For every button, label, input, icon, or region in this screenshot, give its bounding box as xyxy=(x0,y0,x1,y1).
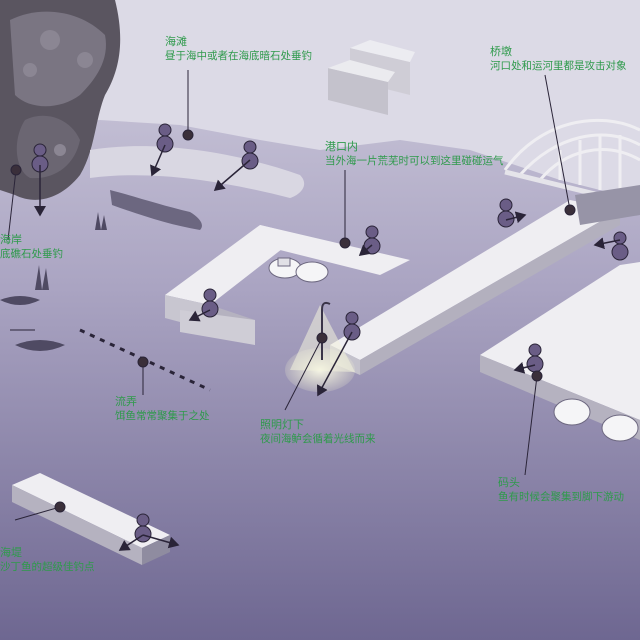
label-current-desc: 饵鱼常常聚集于之处 xyxy=(115,410,210,422)
leader-lines xyxy=(7,70,576,521)
label-jetty-head-desc: 鱼有时候会聚集到脚下游动 xyxy=(498,491,624,503)
label-current-title: 流弄 xyxy=(115,395,137,408)
label-breakwater: 海堤 沙丁鱼的超级佳钓点 xyxy=(0,546,95,574)
label-shore-desc: 底礁石处垂钓 xyxy=(0,248,63,260)
seaweed xyxy=(0,212,107,351)
label-shore-title: 海岸 xyxy=(0,233,22,246)
rocky-cliff xyxy=(0,0,121,200)
label-bridge-pier: 桥墩 河口处和运河里都是攻击对象 xyxy=(490,45,627,73)
label-current: 流弄 饵鱼常常聚集于之处 xyxy=(115,395,210,423)
label-breakwater-title: 海堤 xyxy=(0,546,22,559)
label-tidal-flat: 海滩 昼于海中或者在海底暗石处垂钓 xyxy=(165,35,312,63)
label-shore: 海岸 底礁石处垂钓 xyxy=(0,233,63,261)
label-under-light: 照明灯下 夜间海鲈会循着光线而来 xyxy=(260,418,376,446)
label-inner-harbor-title: 港口内 xyxy=(325,140,358,153)
label-under-light-desc: 夜间海鲈会循着光线而来 xyxy=(260,433,376,445)
current-line xyxy=(79,328,211,392)
label-jetty-head: 码头 鱼有时候会聚集到脚下游动 xyxy=(498,476,624,504)
jetty xyxy=(480,262,640,440)
label-bridge-pier-desc: 河口处和运河里都是攻击对象 xyxy=(490,60,627,72)
label-under-light-title: 照明灯下 xyxy=(260,418,304,431)
label-inner-harbor: 港口内 当外海一片荒芜时可以到这里碰碰运气 xyxy=(325,140,504,168)
harbor-quay xyxy=(165,200,620,375)
anglers xyxy=(31,123,629,543)
label-tidal-flat-title: 海滩 xyxy=(165,35,187,48)
label-jetty-head-title: 码头 xyxy=(498,476,520,489)
upper-land xyxy=(0,0,640,200)
label-bridge-pier-title: 桥墩 xyxy=(490,45,512,58)
label-breakwater-desc: 沙丁鱼的超级佳钓点 xyxy=(0,561,95,573)
casting-lines xyxy=(34,144,621,551)
shore-rocks xyxy=(110,190,202,230)
label-tidal-flat-desc: 昼于海中或者在海底暗石处垂钓 xyxy=(165,50,312,62)
bridge-pier xyxy=(575,185,640,225)
beach xyxy=(90,146,305,198)
label-inner-harbor-desc: 当外海一片荒芜时可以到这里碰碰运气 xyxy=(325,155,504,167)
jetty-boats xyxy=(553,398,639,442)
harbor-boats xyxy=(268,257,329,283)
warehouse-boxes xyxy=(328,40,415,115)
breakwater-block xyxy=(12,473,170,565)
